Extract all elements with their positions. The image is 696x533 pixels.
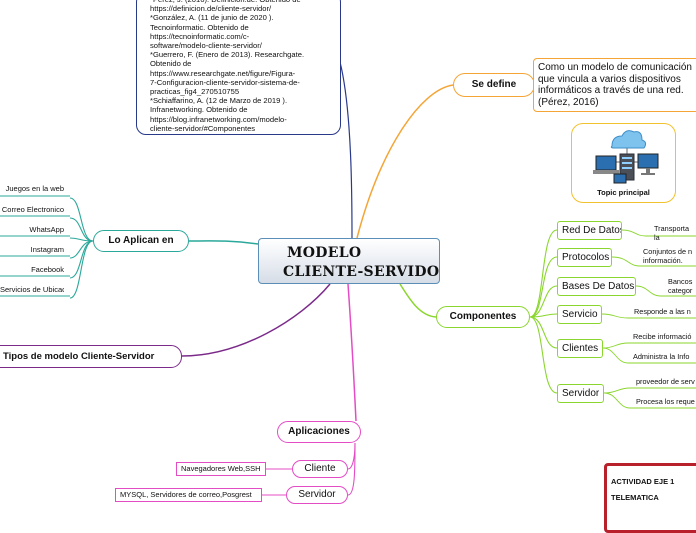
se-define-node[interactable]: Se define [453,73,535,97]
connector-lines [0,61,696,496]
lo-aplican-node[interactable]: Lo Aplican en [93,230,189,252]
aplican-item-facebook[interactable]: Facebook [31,265,64,274]
client-server-network-icon [593,130,659,184]
componentes-node[interactable]: Componentes [436,306,530,328]
aplicaciones-cliente[interactable]: Cliente [292,460,348,478]
aplican-item-ubicacion[interactable]: Servicios de Ubicacion [0,285,64,294]
cliente-detalle[interactable]: Navegadores Web,SSH [176,462,266,476]
detalle-bases-de-datos[interactable]: Bancos categor [668,278,693,295]
aplican-item-instagram[interactable]: Instagram [30,245,64,254]
topic-principal-node[interactable]: Topic principal [571,123,676,203]
detalle-servidor-proveedor[interactable]: proveedor de serv [636,378,695,386]
componente-servidor[interactable]: Servidor [557,384,604,403]
detalle-clientes-recibe[interactable]: Recibe informació [633,333,692,341]
aplican-item-correo[interactable]: Correo Electronico [1,205,64,214]
aplicaciones-servidor[interactable]: Servidor [286,486,348,504]
componente-protocolos[interactable]: Protocolos [557,248,612,267]
central-topic[interactable]: MODELO CLIENTE-SERVIDOR [258,238,440,284]
topic-principal-label: Topic principal [597,188,650,197]
servidor-detalle[interactable]: MYSQL, Servidores de correo,Posgrest [115,488,262,502]
references-note: *Pérez, J. (2016). Definicion.de. Obteni… [136,0,341,135]
componente-servicio[interactable]: Servicio [557,305,602,324]
aplican-item-whatsapp[interactable]: WhatsApp [29,225,64,234]
componente-bases-de-datos[interactable]: Bases De Datos [557,277,636,296]
detalle-servicio[interactable]: Responde a las n [634,308,691,316]
aplican-item-juegos[interactable]: Juegos en la web [5,184,64,193]
central-title-line1: MODELO [287,245,362,261]
aplicaciones-node[interactable]: Aplicaciones [277,421,361,443]
actividad-note[interactable]: ACTIVIDAD EJE 1 TELEMATICA [604,463,696,533]
detalle-red-de-datos[interactable]: Transporta la [654,225,690,242]
central-title-line2: CLIENTE-SERVIDOR [283,264,440,280]
componente-clientes[interactable]: Clientes [557,339,603,358]
detalle-servidor-procesa[interactable]: Procesa los reque [636,398,695,406]
detalle-protocolos[interactable]: Conjuntos de n información. [643,248,693,265]
se-define-description: Como un modelo de comunicación que vincu… [533,58,696,112]
tipos-node[interactable]: Tipos de modelo Cliente-Servidor [0,345,182,368]
componente-red-de-datos[interactable]: Red De Datos [557,221,622,240]
detalle-clientes-administra[interactable]: Administra la Info [633,353,690,361]
